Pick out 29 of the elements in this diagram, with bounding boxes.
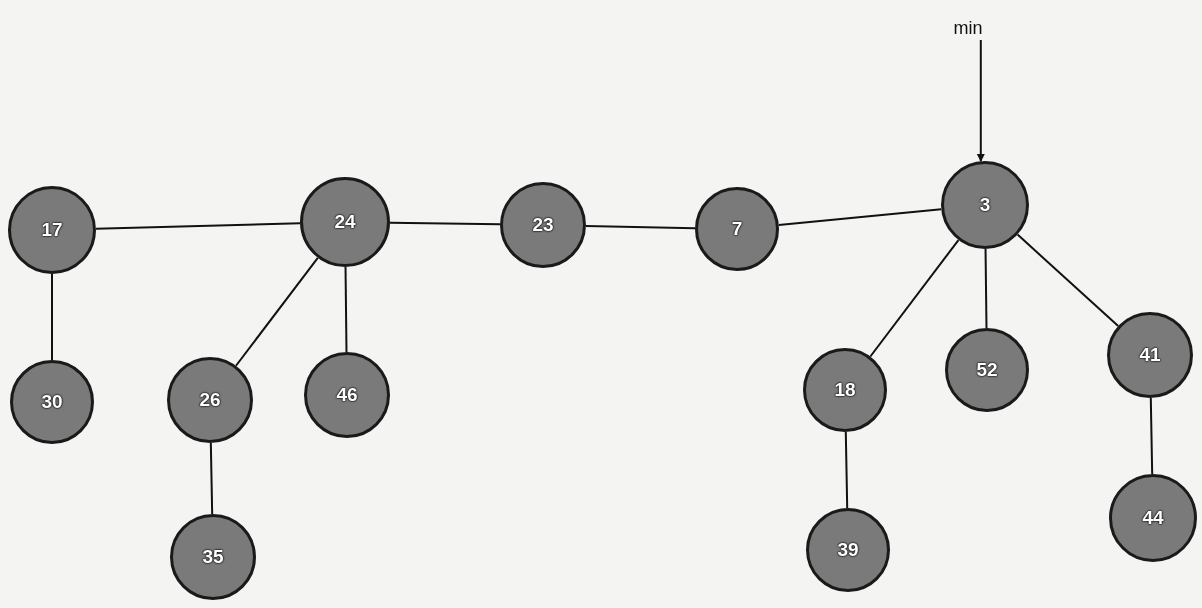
tree-link	[95, 222, 301, 230]
node-key: 52	[976, 359, 998, 381]
tree-link	[777, 208, 943, 226]
node-key: 23	[532, 214, 554, 236]
tree-link	[209, 442, 214, 515]
node-key: 3	[979, 194, 991, 216]
node-key: 41	[1139, 344, 1161, 366]
tree-link	[51, 273, 53, 361]
node-key: 44	[1142, 507, 1164, 529]
tree-link	[585, 224, 696, 230]
tree-link	[844, 431, 849, 509]
node-key: 46	[336, 384, 358, 406]
tree-link	[344, 266, 348, 353]
node-key: 18	[834, 379, 856, 401]
node-key: 17	[41, 219, 63, 241]
pointer-arrow	[976, 39, 985, 163]
tree-link	[984, 248, 988, 329]
tree-link	[235, 256, 319, 367]
node-key: 26	[199, 389, 221, 411]
pointer-label: min	[953, 17, 983, 39]
node-key: 24	[334, 211, 356, 233]
node-key: 35	[202, 546, 224, 568]
node-key: 39	[837, 539, 859, 561]
tree-link	[389, 221, 501, 226]
tree-link	[1149, 397, 1154, 475]
node-key: 30	[41, 391, 63, 413]
node-key: 7	[731, 218, 743, 240]
tree-link	[1016, 233, 1120, 328]
tree-link	[869, 239, 960, 358]
